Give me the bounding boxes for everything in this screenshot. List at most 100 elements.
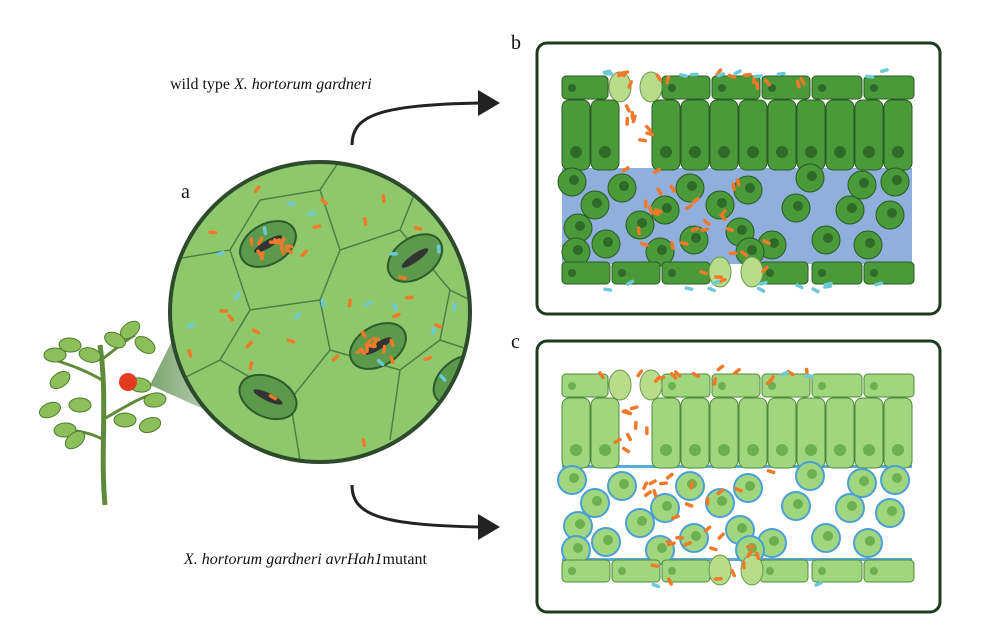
bacterium	[639, 241, 649, 247]
upper-epidermis-cell	[561, 373, 609, 398]
bacterium	[705, 496, 710, 506]
bacterium	[684, 502, 694, 508]
nucleus	[823, 233, 833, 243]
effector-particle	[293, 312, 302, 320]
nucleus	[573, 245, 583, 255]
nucleus	[717, 496, 727, 506]
bacterium	[371, 339, 378, 349]
nucleus	[747, 444, 759, 456]
effector-particle	[604, 71, 614, 76]
nucleus	[592, 496, 602, 506]
nucleus	[660, 146, 672, 158]
bacterium	[666, 577, 673, 586]
effector-particle	[814, 581, 823, 587]
effector-particle	[443, 428, 451, 436]
bacterium	[713, 576, 723, 581]
nucleus	[863, 444, 875, 456]
bacterium	[683, 540, 692, 547]
mutant-label: X. hortorum gardneri avrHah1mutant	[184, 551, 427, 568]
bacterium	[730, 568, 737, 578]
panel-label-a: a	[181, 181, 190, 203]
bacterium	[389, 355, 395, 365]
bacterium	[633, 420, 638, 430]
palisade-cell	[854, 397, 884, 469]
nucleus	[887, 208, 897, 218]
guard-cell	[740, 554, 764, 586]
effector-particle	[804, 373, 814, 379]
effector-particle	[262, 226, 268, 236]
leaflet	[43, 347, 67, 363]
bacterium	[755, 81, 760, 91]
bacterium	[187, 348, 193, 358]
nucleus	[568, 567, 576, 575]
bacterium	[381, 344, 387, 354]
effector-particle	[216, 250, 226, 257]
bacterium	[763, 78, 772, 87]
lower-epidermis-cell	[811, 261, 863, 285]
effector-particle	[811, 287, 820, 294]
effector-particle	[874, 281, 884, 287]
palisade-cell	[738, 397, 768, 469]
bacterium	[799, 77, 806, 86]
nucleus	[689, 146, 701, 158]
palisade-cell	[590, 397, 620, 469]
upper-epidermis-cell	[863, 75, 915, 100]
bacterium	[691, 371, 701, 378]
nucleus	[769, 536, 779, 546]
effector-particle	[625, 279, 635, 286]
nucleus	[568, 84, 576, 92]
palisade-cell	[883, 99, 913, 171]
nucleus	[870, 382, 878, 390]
bacterium	[207, 191, 214, 200]
guard-cell	[608, 369, 632, 401]
nucleus	[599, 146, 611, 158]
palisade-cell	[680, 99, 710, 171]
effector-particle	[707, 286, 716, 293]
membrane-line	[562, 558, 912, 561]
bacterium	[392, 312, 401, 319]
bacterium	[725, 226, 735, 233]
leaflet	[138, 416, 162, 434]
bacterium	[359, 347, 367, 356]
bacterium	[331, 354, 340, 362]
nucleus	[599, 444, 611, 456]
bacterium	[644, 124, 653, 133]
effector-particle	[651, 582, 661, 589]
effector-particle	[389, 252, 399, 256]
nucleus	[568, 382, 576, 390]
nucleus	[575, 221, 585, 231]
bacterium	[636, 369, 644, 378]
lower-epidermis-cell	[611, 261, 661, 285]
nucleus	[691, 233, 701, 243]
stomatal-pore	[253, 389, 283, 405]
palisade-cell	[709, 397, 739, 469]
leaflet	[53, 422, 77, 438]
nucleus	[619, 479, 629, 489]
palisade-cell	[825, 397, 855, 469]
bacterium	[761, 265, 769, 274]
nucleus	[793, 201, 803, 211]
palisade-cell	[561, 99, 591, 171]
nucleus	[776, 444, 788, 456]
lower-epidermis-cell	[863, 261, 915, 285]
nucleus	[887, 506, 897, 516]
bacterium	[655, 73, 663, 82]
bacterium	[689, 480, 695, 490]
bacterium	[709, 546, 718, 552]
nucleus	[662, 501, 672, 511]
palisade-cell	[680, 397, 710, 469]
nucleus	[863, 146, 875, 158]
palisade-cell	[854, 99, 884, 171]
nucleus	[892, 473, 902, 483]
panel-c-mutant-cross-section	[535, 339, 942, 614]
nucleus	[823, 531, 833, 541]
nucleus	[747, 146, 759, 158]
bacterium	[656, 187, 663, 196]
effector-particle	[795, 283, 804, 290]
bacterium	[786, 369, 795, 377]
upper-epidermis-cell	[863, 373, 915, 398]
bacterium	[433, 323, 443, 329]
bacterium	[621, 409, 631, 415]
effector-particle	[363, 301, 373, 307]
